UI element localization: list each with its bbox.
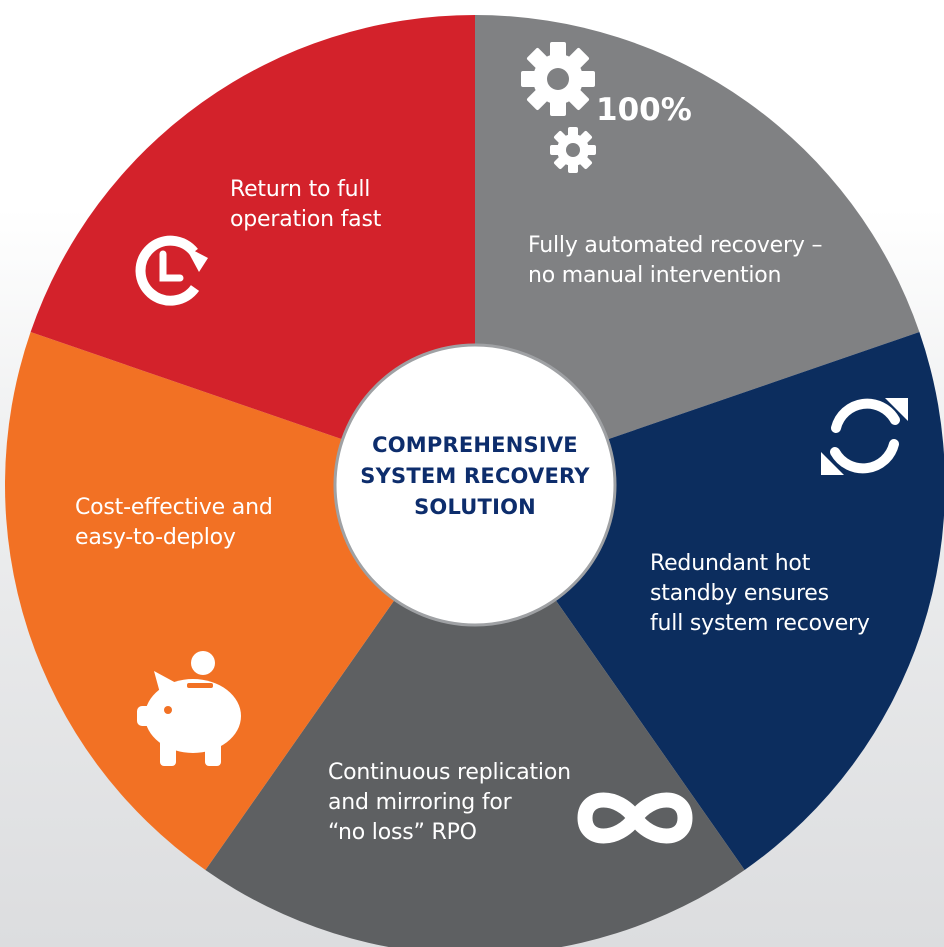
label-line: “no loss” RPO: [328, 820, 477, 845]
center-title-line: SOLUTION: [414, 495, 536, 519]
label-line: Return to full: [230, 177, 371, 202]
label-line: and mirroring for: [328, 790, 512, 815]
label-line: Fully automated recovery –: [528, 233, 823, 258]
segment-label-automated: Fully automated recovery – no manual int…: [528, 231, 822, 291]
segment-label-redundant: Redundant hot standby ensures full syste…: [650, 549, 870, 639]
label-line: Cost-effective and: [75, 495, 273, 520]
segment-label-cost: Cost-effective and easy-to-deploy: [75, 493, 273, 553]
segment-label-fast: Return to full operation fast: [230, 175, 381, 235]
clock-return-icon: [135, 235, 208, 306]
center-title-line: SYSTEM RECOVERY: [360, 464, 590, 488]
label-line: standby ensures: [650, 581, 829, 606]
piggy-bank-icon: [137, 651, 241, 766]
segment-fast: [30, 15, 475, 485]
gears-icon: [521, 42, 596, 173]
label-line: easy-to-deploy: [75, 525, 236, 550]
sync-icon: [821, 398, 908, 475]
percentage-badge: 100%: [596, 92, 692, 128]
label-line: Redundant hot: [650, 551, 811, 576]
segment-label-replication: Continuous replication and mirroring for…: [328, 758, 571, 848]
label-line: operation fast: [230, 207, 382, 232]
label-line: full system recovery: [650, 611, 870, 636]
label-line: no manual intervention: [528, 263, 782, 288]
center-circle: [333, 343, 617, 627]
label-line: Continuous replication: [328, 760, 571, 785]
infinity-icon: [577, 792, 693, 844]
center-title: COMPREHENSIVE SYSTEM RECOVERY SOLUTION: [340, 430, 610, 523]
center-title-line: COMPREHENSIVE: [372, 433, 578, 457]
